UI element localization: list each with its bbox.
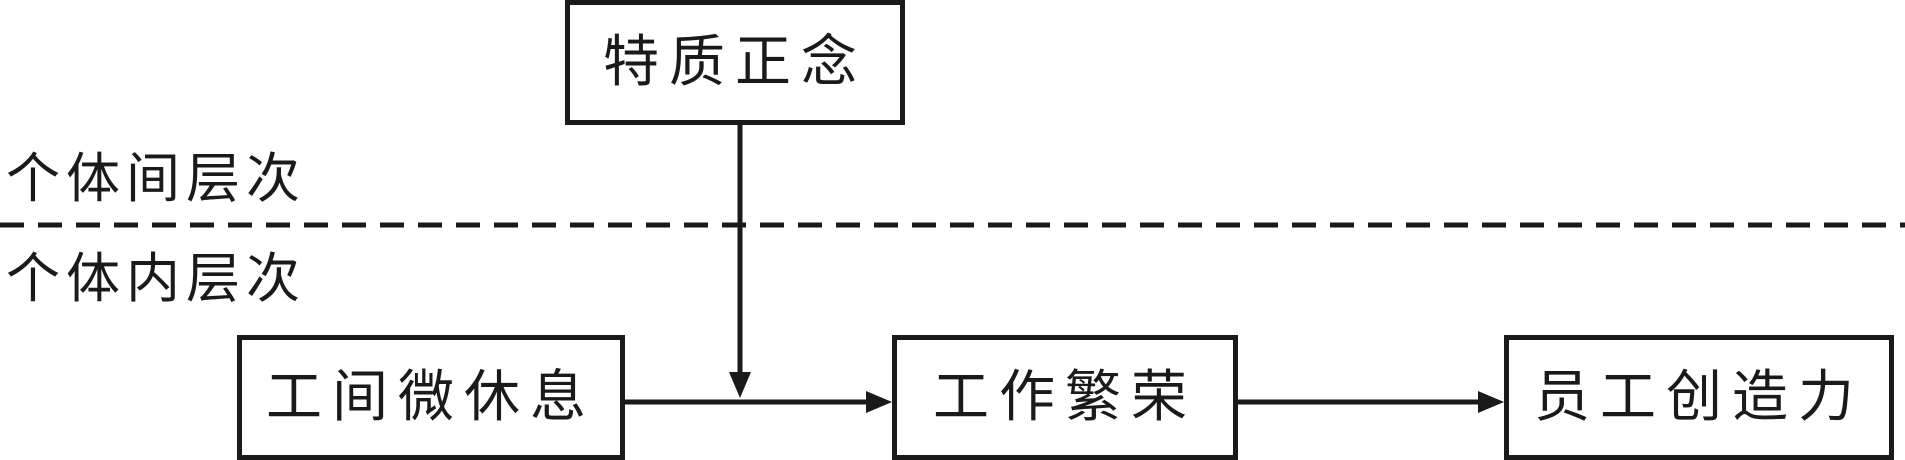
trait-mindfulness-label: 特质正念 bbox=[603, 29, 867, 95]
micro-break-label: 工间微休息 bbox=[266, 364, 596, 430]
predictor-to-mediator-arrowhead bbox=[866, 391, 892, 413]
employee-creativity-box: 员工创造力 bbox=[1504, 335, 1894, 460]
trait-mindfulness-box: 特质正念 bbox=[565, 0, 905, 125]
within-person-level-label: 个体内层次 bbox=[6, 247, 306, 310]
moderation-arrowhead bbox=[729, 372, 751, 398]
micro-break-box: 工间微休息 bbox=[237, 335, 625, 460]
thriving-at-work-label: 工作繁荣 bbox=[933, 364, 1197, 430]
employee-creativity-label: 员工创造力 bbox=[1534, 364, 1864, 430]
mediator-to-outcome-arrowhead bbox=[1478, 391, 1504, 413]
thriving-at-work-box: 工作繁荣 bbox=[892, 335, 1238, 460]
between-person-level-label: 个体间层次 bbox=[6, 147, 306, 210]
